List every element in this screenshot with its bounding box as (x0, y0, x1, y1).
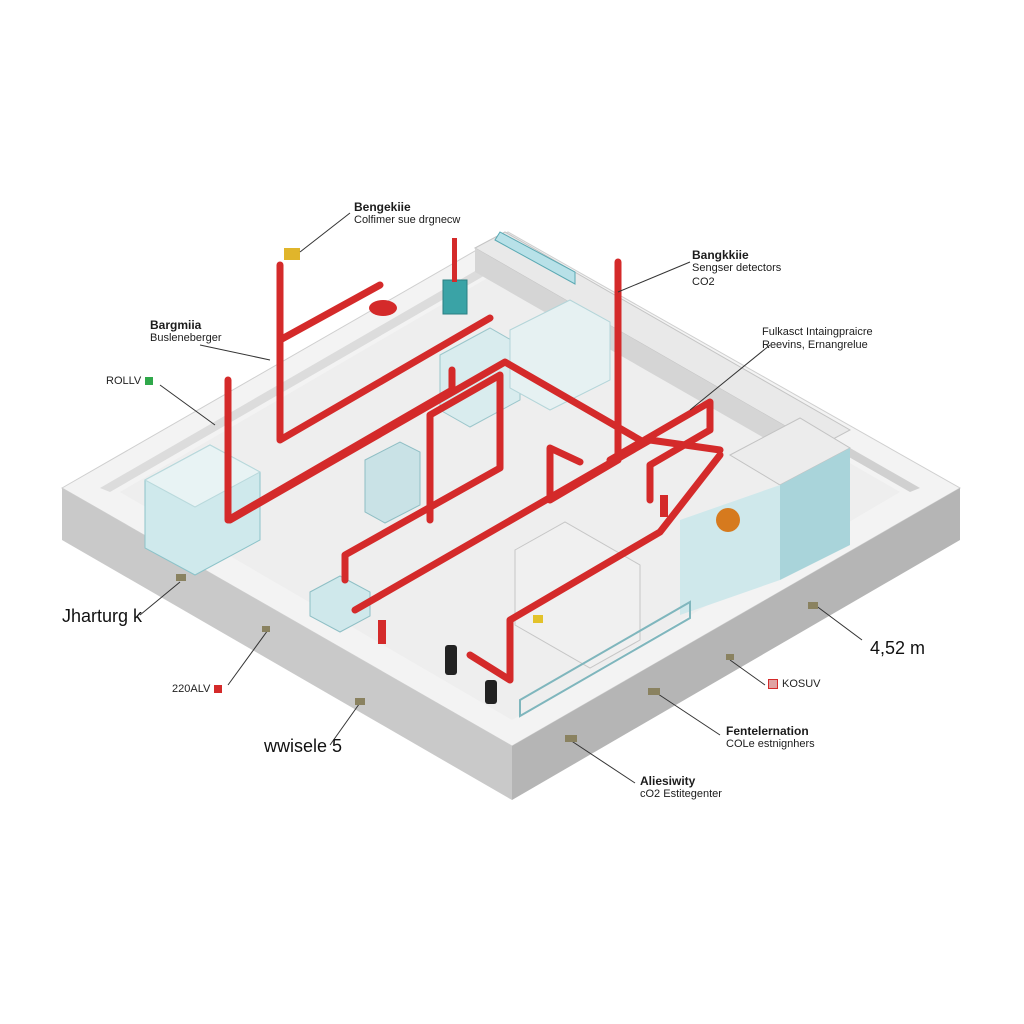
pipe-lower (466, 451, 724, 684)
sprinkler-pipes (224, 258, 724, 684)
label-kosuv: KOSUV (764, 678, 821, 690)
label-rollv: ROLLV (106, 375, 157, 387)
label-wisele: wwisele 5 (264, 736, 343, 756)
device-3 (355, 698, 365, 705)
leader-dim (814, 604, 863, 641)
callout-right-top-sub: Sengser detectors (692, 262, 782, 275)
slab-right-side (512, 488, 960, 800)
extinguisher-2 (485, 680, 497, 704)
red-cylinder-2 (660, 495, 668, 517)
pipe-top-left (276, 281, 384, 344)
outer-wall-left (100, 252, 508, 492)
leader-right-top (617, 261, 691, 293)
label-rollv-text: ROLLV (106, 375, 142, 387)
right-block-face-left (680, 485, 780, 615)
callout-bottom-right-2: Aliesiwity cO2 Estitegenter (640, 774, 722, 802)
device-2 (262, 626, 270, 632)
callout-leaders (139, 212, 863, 784)
leader-top (299, 212, 351, 253)
device-4 (565, 735, 577, 742)
callout-top-title: Bengekiie (354, 200, 411, 214)
red-alarm (369, 300, 397, 316)
pipe-right-branch (606, 398, 714, 504)
leader-left-upper (199, 344, 271, 361)
red-cylinder-1 (378, 620, 386, 644)
label-220: 220ALV (172, 683, 226, 695)
device-6 (726, 654, 734, 660)
pipe-riser-left (276, 261, 494, 444)
callout-right-mid-title: Fulkasct Intaingpraicre (762, 326, 873, 338)
pipe-right-riser (546, 258, 622, 504)
leader-br2 (569, 739, 636, 784)
leader-wisele (329, 699, 363, 746)
leader-right-mid (689, 344, 771, 411)
pipe-loop-a (341, 371, 504, 584)
front-left-base (309, 575, 371, 633)
slab-left-side (62, 488, 512, 800)
callout-bottom-right-1-sub: COLe estnignhers (726, 738, 815, 751)
callout-right-mid: Fulkasct Intaingpraicre Reevins, Ernangr… (762, 326, 873, 352)
center-machine (364, 441, 421, 524)
callout-right-top: Bangkkiie Sengser detectors CO2 (692, 248, 781, 289)
callout-bottom-right-2-title: Aliesiwity (640, 774, 696, 788)
device-1 (176, 574, 186, 581)
callout-left-upper: Bargmiia Busleneberger (150, 318, 222, 346)
device-5 (648, 688, 660, 695)
extinguisher-1 (445, 645, 457, 675)
leader-br1 (651, 689, 721, 736)
leader-220 (227, 629, 269, 686)
inner-floor (120, 266, 900, 720)
cylinder-tank (442, 279, 468, 315)
front-railing (519, 600, 691, 718)
callout-right-top-sub2: CO2 (692, 275, 715, 288)
wall-back-right-face (475, 248, 820, 470)
yellow-sign (533, 615, 543, 623)
label-dimension: 4,52 m (870, 638, 926, 658)
callout-top-sub: Colfimer sue drgnecw (354, 214, 461, 227)
callout-bottom-right-1-title: Fentelernation (726, 724, 809, 738)
green-marker-icon (145, 377, 154, 386)
device-7 (808, 602, 818, 609)
right-block-face-right (780, 448, 850, 580)
pink-marker-icon (768, 679, 778, 690)
callout-bottom-right-2-sub: cO2 Estitegenter (640, 788, 722, 801)
thermometer (452, 238, 457, 282)
valve-top (284, 248, 300, 260)
label-kosuv-text: KOSUV (782, 678, 821, 690)
leader-rollv (159, 384, 216, 426)
boiler (716, 508, 740, 532)
leader-harturg (139, 581, 181, 616)
callout-right-mid-sub: Reevins, Ernangrelue (762, 339, 868, 352)
pipe-main-horizontal (226, 358, 644, 524)
glass-panel-back (494, 231, 576, 285)
edge-devices (176, 574, 818, 742)
callout-right-top-title: Bangkkiie (692, 248, 749, 262)
leader-kosuv (729, 659, 766, 686)
red-marker-icon (214, 685, 223, 694)
callout-left-upper-title: Bargmiia (150, 318, 202, 332)
label-harturg: Jharturg k (62, 606, 143, 626)
callout-top: Bengekiie Colfimer sue drgnecw (354, 200, 460, 228)
label-220-text: 220ALV (172, 683, 211, 695)
callout-bottom-right-1: Fentelernation COLe estnignhers (726, 724, 815, 752)
callout-left-upper-sub: Busleneberger (150, 332, 222, 345)
